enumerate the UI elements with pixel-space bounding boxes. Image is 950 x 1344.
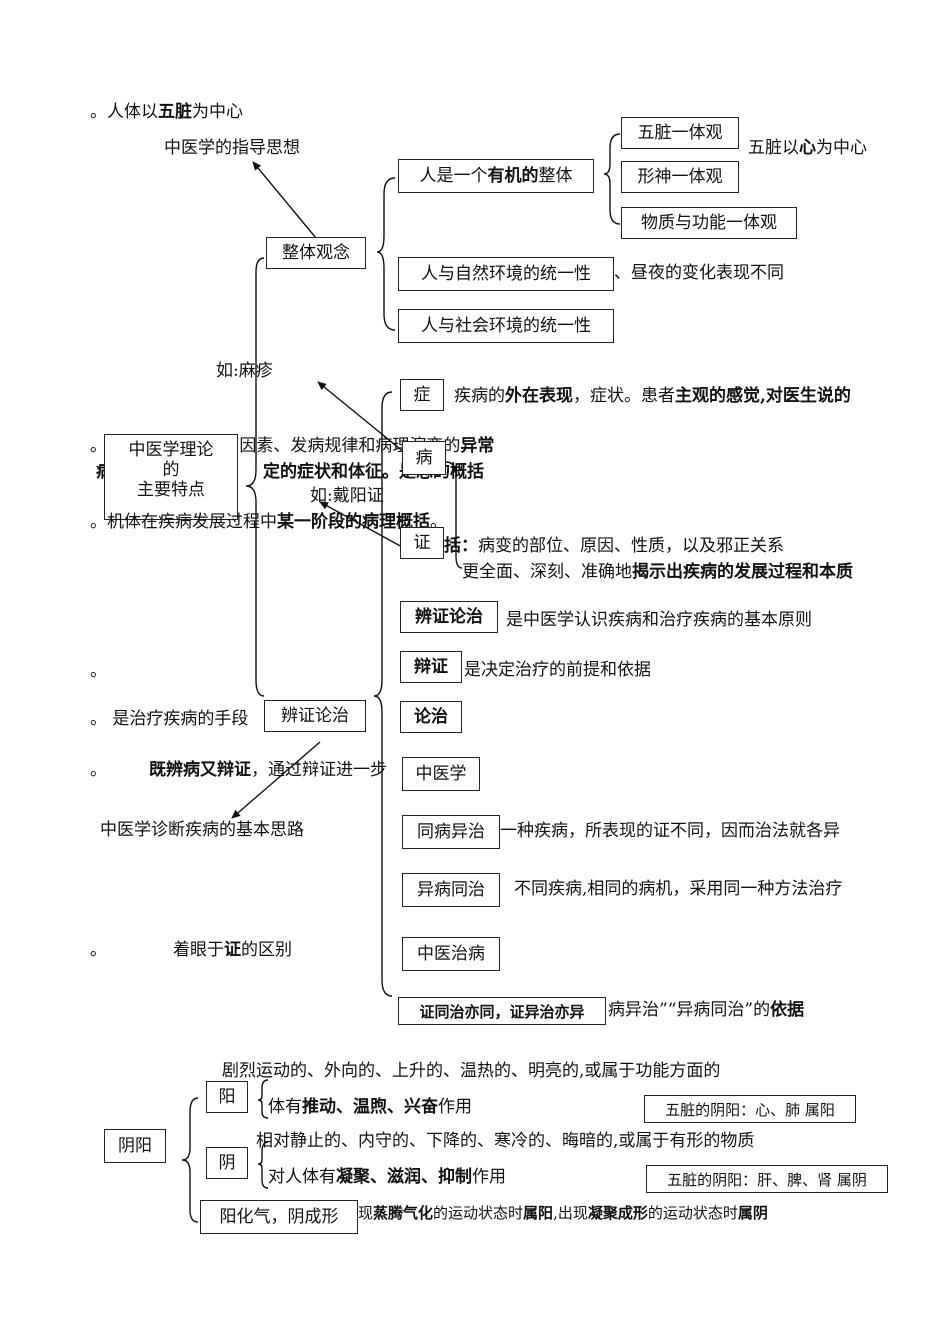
- brace-bianzheng: [373, 391, 393, 997]
- heart-note: 。人体以五脏为中心: [90, 102, 243, 122]
- lunzhi-box: 论治: [400, 701, 462, 733]
- yin-organs-box: 五脏的阴阳：肝、脾、肾 属阴: [646, 1165, 888, 1193]
- yinyang-box: 阴阳: [104, 1129, 166, 1163]
- syndrome-box: 证: [400, 527, 444, 559]
- brace-main: [245, 257, 265, 697]
- yanghua-box: 阳化气，阴成形: [200, 1200, 358, 1234]
- bianzheng-lunzhi-box: 辨证论治: [400, 601, 498, 633]
- brace-organic: [603, 133, 621, 225]
- wuzang-box: 五脏一体观: [621, 117, 739, 149]
- tongbing-box: 同病异治: [402, 815, 500, 849]
- xingshen-box: 形神一体观: [621, 161, 739, 193]
- brace-yang: [257, 1079, 269, 1119]
- yin-box: 阴: [206, 1147, 248, 1179]
- yin-function: 对人体有凝聚、滋润、抑制作用: [268, 1167, 506, 1187]
- premise-note: 是决定治疗的前提和依据: [464, 660, 651, 680]
- qi-form-note: 现蒸腾气化的运动状态时属阳,出现凝聚成形的运动状态时属阴: [358, 1204, 768, 1222]
- focus-note: 。着眼于证的区别: [90, 940, 292, 960]
- brace-yinyang: [181, 1097, 199, 1223]
- arrow-guiding: [252, 161, 317, 239]
- society-box: 人与社会环境的统一性: [398, 309, 614, 343]
- yang-box: 阳: [206, 1081, 248, 1113]
- bianzheng-box: 辩证: [400, 651, 462, 683]
- zhengtong-box: 证同治亦同，证异治亦异: [398, 997, 606, 1025]
- arrow-measles: [317, 381, 417, 463]
- bracket-bing-zheng: [445, 461, 463, 569]
- yang-function: 体有推动、温煦、兴奋作用: [268, 1097, 472, 1117]
- syndrome-note-2: 括：病变的部位、原因、性质，以及邪正关系: [444, 536, 784, 556]
- brace-holism: [376, 177, 396, 331]
- basis-note: 病异治”“异病同治”的依据: [608, 1000, 805, 1020]
- measles-example: 如:麻疹: [216, 361, 273, 381]
- wuzang-center-note: 五脏以心为中心: [748, 138, 867, 158]
- syndrome-note-3: 更全面、深刻、准确地揭示出疾病的发展过程和本质: [462, 562, 853, 582]
- syndrome-note-1: 。机体在疾病发展过程中某一阶段的病理概括。: [90, 512, 447, 532]
- brace-yin: [257, 1141, 269, 1189]
- holism-box: 整体观念: [266, 237, 366, 269]
- dot-note: 。: [90, 661, 107, 681]
- arrow-diag: [231, 741, 321, 819]
- zhiyi-box: 中医治病: [402, 937, 500, 971]
- symptom-box: 症: [400, 379, 444, 411]
- bianzheng-lunzhi-box-2: 辨证论治: [264, 700, 366, 732]
- means-note: 。 是治疗疾病的手段: [90, 709, 249, 729]
- wuzhi-box: 物质与功能一体观: [621, 207, 797, 239]
- yang-definition: 剧烈运动的、外向的、上升的、温热的、明亮的,或属于功能方面的: [222, 1061, 721, 1081]
- yang-organs-box: 五脏的阴阳：心、肺 属阳: [644, 1095, 856, 1123]
- yin-definition: 相对静止的、内守的、下降的、寒冷的、晦暗的,或属于有形的物质: [256, 1131, 755, 1151]
- organic-whole-box: 人是一个有机的整体: [398, 159, 594, 193]
- daiyang-example: 如:戴阳证: [310, 486, 384, 506]
- nature-box: 人与自然环境的统一性: [398, 257, 614, 291]
- tongbing-note: 一种疾病，所表现的证不同，因而治法就各异: [500, 821, 840, 841]
- yibing-box: 异病同治: [402, 873, 500, 907]
- symptom-note: 疾病的外在表现，症状。患者主观的感觉,对医生说的: [454, 386, 851, 406]
- principle-note: 是中医学认识疾病和治疗疾病的基本原则: [506, 610, 812, 630]
- disease-box: 病: [402, 441, 446, 475]
- arrow-daiyang: [319, 501, 405, 549]
- both-note: 。既辨病又辩证，通过辩证进一步: [90, 760, 387, 780]
- main-features-box: 中医学理论的主要特点: [104, 434, 238, 520]
- zhongyixue-box: 中医学: [402, 757, 480, 791]
- guiding-thought: 中医学的指导思想: [164, 138, 300, 158]
- diurnal-note: 、昼夜的变化表现不同: [614, 263, 784, 283]
- diagnosis-path-note: 中医学诊断疾病的基本思路: [100, 820, 304, 840]
- yibing-note: 不同疾病,相同的病机，采用同一种方法治疗: [514, 879, 843, 899]
